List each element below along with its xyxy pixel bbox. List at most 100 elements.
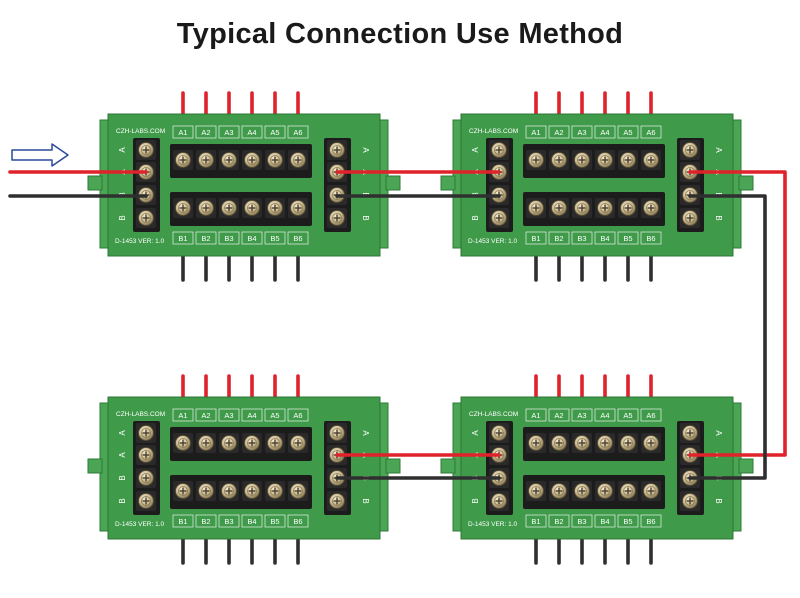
terminal-label-bottom: B4 [600,517,609,526]
terminal-label-top: A3 [224,128,233,137]
terminal-screw [173,433,193,453]
terminal-label-top: A4 [247,411,256,420]
side-screw-right [680,491,700,511]
terminal-screw [265,198,285,218]
terminal-label-bottom: B6 [646,517,655,526]
terminal-screw [572,481,592,501]
link-wire-black-2 [688,194,767,480]
terminal-label-bottom: B4 [247,517,256,526]
side-label-right: B [714,498,723,503]
terminal-screw [288,481,308,501]
terminal-screw [572,150,592,170]
side-label-right: A [714,147,723,153]
terminal-label-top: A5 [270,128,279,137]
terminal-screw [288,198,308,218]
terminal-label-bottom: B6 [293,517,302,526]
terminal-screw [641,433,661,453]
terminal-label-bottom: B3 [224,234,233,243]
terminal-screw [265,481,285,501]
side-screw-left [136,491,156,511]
terminal-screw [618,433,638,453]
input-arrow-icon [11,143,69,167]
terminal-screw [196,198,216,218]
side-screw-left [489,491,509,511]
version-label: D-1453 VER: 1.0 [468,238,518,245]
terminal-screw [526,433,546,453]
terminal-label-bottom: B1 [531,234,540,243]
side-screw-right [327,208,347,228]
terminal-label-bottom: B2 [201,234,210,243]
mount-tab-right [385,458,401,474]
terminal-screw [526,150,546,170]
terminal-screw [219,433,239,453]
terminal-screw [173,481,193,501]
side-screw-left [136,208,156,228]
mount-tab-left [87,458,103,474]
terminal-screw [288,433,308,453]
terminal-screw [265,150,285,170]
terminal-screw [618,198,638,218]
terminal-label-top: A1 [531,128,540,137]
terminal-label-top: A5 [623,411,632,420]
side-screw-right [327,491,347,511]
terminal-label-top: A2 [554,411,563,420]
terminal-screw [219,150,239,170]
brand-label: CZH-LABS.COM [469,411,518,418]
terminal-label-top: A2 [201,411,210,420]
mount-tab-left [440,458,456,474]
terminal-label-top: A1 [178,128,187,137]
side-screw-right [327,423,347,443]
side-screw-right [327,140,347,160]
terminal-screw [526,481,546,501]
terminal-screw [572,433,592,453]
terminal-screw [595,198,615,218]
version-label: D-1453 VER: 1.0 [115,238,165,245]
terminal-screw [641,481,661,501]
terminal-screw [549,198,569,218]
terminal-label-bottom: B4 [600,234,609,243]
side-label-left: A [118,147,127,153]
mount-tab-right [738,175,754,191]
terminal-screw [595,433,615,453]
terminal-screw [265,433,285,453]
version-label: D-1453 VER: 1.0 [115,521,165,528]
terminal-label-bottom: B2 [554,234,563,243]
terminal-label-top: A3 [224,411,233,420]
terminal-label-bottom: B5 [623,234,632,243]
side-screw-left [136,423,156,443]
terminal-screw [572,198,592,218]
terminal-screw [641,198,661,218]
terminal-label-bottom: B1 [178,234,187,243]
terminal-label-top: A5 [623,128,632,137]
terminal-label-bottom: B5 [270,517,279,526]
side-label-right: A [714,430,723,436]
terminal-label-top: A4 [600,128,609,137]
mount-tab-right [385,175,401,191]
terminal-label-bottom: B3 [577,234,586,243]
side-screw-left [136,162,156,182]
terminal-label-bottom: B3 [224,517,233,526]
side-screw-right [680,423,700,443]
terminal-screw [618,150,638,170]
side-screw-left [489,423,509,443]
side-label-left: B [471,498,480,503]
terminal-label-top: A2 [554,128,563,137]
side-screw-left [136,140,156,160]
terminal-label-bottom: B3 [577,517,586,526]
side-screw-right [680,208,700,228]
terminal-screw [288,150,308,170]
terminal-label-top: A1 [178,411,187,420]
side-screw-right [680,140,700,160]
terminal-screw [618,481,638,501]
terminal-screw [219,198,239,218]
side-label-right: B [714,215,723,220]
terminal-screw [242,481,262,501]
terminal-label-top: A1 [531,411,540,420]
side-label-left: B [471,215,480,220]
terminal-label-bottom: B1 [531,517,540,526]
terminal-label-bottom: B4 [247,234,256,243]
terminal-label-top: A4 [600,411,609,420]
terminal-screw [595,481,615,501]
